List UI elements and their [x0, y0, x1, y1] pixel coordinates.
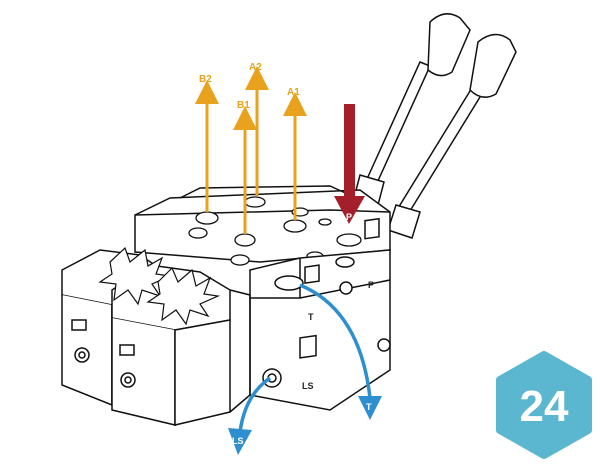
- port-label-b2: B2: [199, 74, 212, 85]
- port-label-b1: B1: [237, 100, 250, 111]
- port-label-a2: A2: [249, 62, 262, 73]
- body-mark-ls: LS: [302, 381, 314, 391]
- badge-number: 24: [520, 382, 569, 431]
- control-levers: [353, 13, 517, 239]
- port-label-p: P: [346, 212, 352, 222]
- body-mark-t: T: [308, 312, 314, 322]
- ls-arrow: [228, 376, 272, 455]
- port-label-t: T: [366, 402, 372, 412]
- body-mark-p: P: [368, 280, 374, 290]
- return-arrow-t: [299, 283, 382, 420]
- valve-section-upper: [134, 185, 391, 263]
- port-label-ls: LS: [232, 436, 244, 446]
- port-label-a1: A1: [287, 87, 300, 98]
- number-badge: 24: [496, 351, 592, 459]
- inlet-end-block: [249, 217, 391, 411]
- pressure-arrow: [334, 104, 365, 224]
- lever-left: [353, 13, 471, 206]
- work-port-arrows: [195, 66, 307, 234]
- solenoid-star-caps: [98, 246, 221, 326]
